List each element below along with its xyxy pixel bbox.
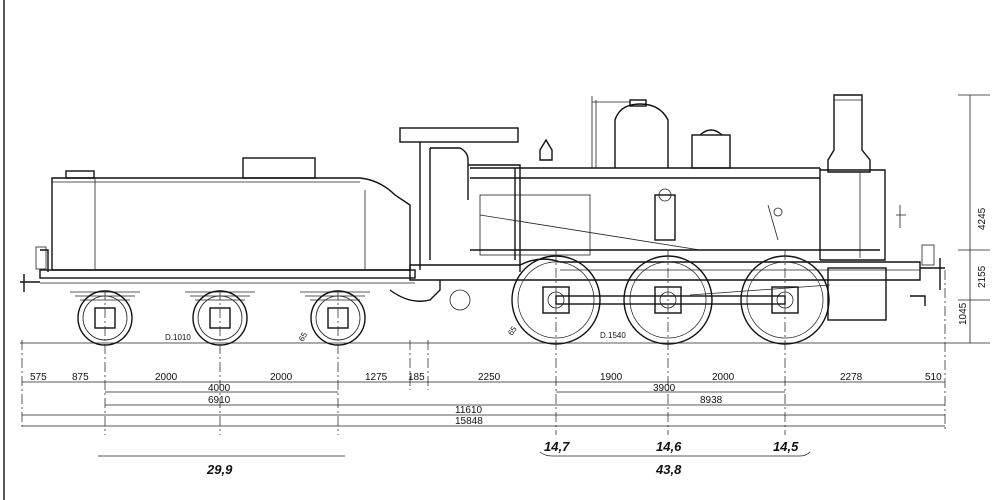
- dim-2000-b: 2000: [270, 372, 293, 383]
- tender-small-label: 65: [297, 330, 310, 343]
- dim-185: 185: [408, 372, 425, 383]
- dim-575: 575: [30, 372, 47, 383]
- tender-total-load: 29,9: [206, 462, 233, 477]
- dim-2278: 2278: [840, 372, 863, 383]
- dim-875: 875: [72, 372, 89, 383]
- dim-8938: 8938: [700, 395, 723, 406]
- dimension-lines: [22, 94, 990, 457]
- tender-wheel-diameter: D.1010: [165, 333, 191, 342]
- dim-15848: 15848: [455, 416, 483, 427]
- dim-2000-c: 2000: [712, 372, 735, 383]
- dim-1900: 1900: [600, 372, 623, 383]
- dim-2155: 2155: [977, 265, 988, 288]
- dim-3900: 3900: [653, 383, 676, 394]
- dim-1275: 1275: [365, 372, 388, 383]
- axle-load-2: 14,6: [656, 439, 682, 454]
- dim-510: 510: [925, 372, 942, 383]
- engine-total-load: 43,8: [655, 462, 682, 477]
- axle-centerlines: [21, 250, 946, 435]
- dim-6910: 6910: [208, 395, 231, 406]
- locomotive-body: [399, 94, 945, 321]
- dim-11610: 11610: [455, 405, 483, 416]
- axle-load-3: 14,5: [773, 439, 799, 454]
- dim-2000-a: 2000: [155, 372, 178, 383]
- dim-4000: 4000: [208, 383, 231, 394]
- dim-2250: 2250: [478, 372, 501, 383]
- tender: [20, 157, 416, 301]
- engine-wheel-diameter: D.1540: [600, 331, 626, 340]
- coupling-rod: [555, 284, 831, 305]
- dim-1045: 1045: [958, 302, 969, 325]
- engine-small-label: 65: [506, 324, 519, 337]
- axle-load-1: 14,7: [544, 439, 570, 454]
- dim-4245: 4245: [977, 207, 988, 230]
